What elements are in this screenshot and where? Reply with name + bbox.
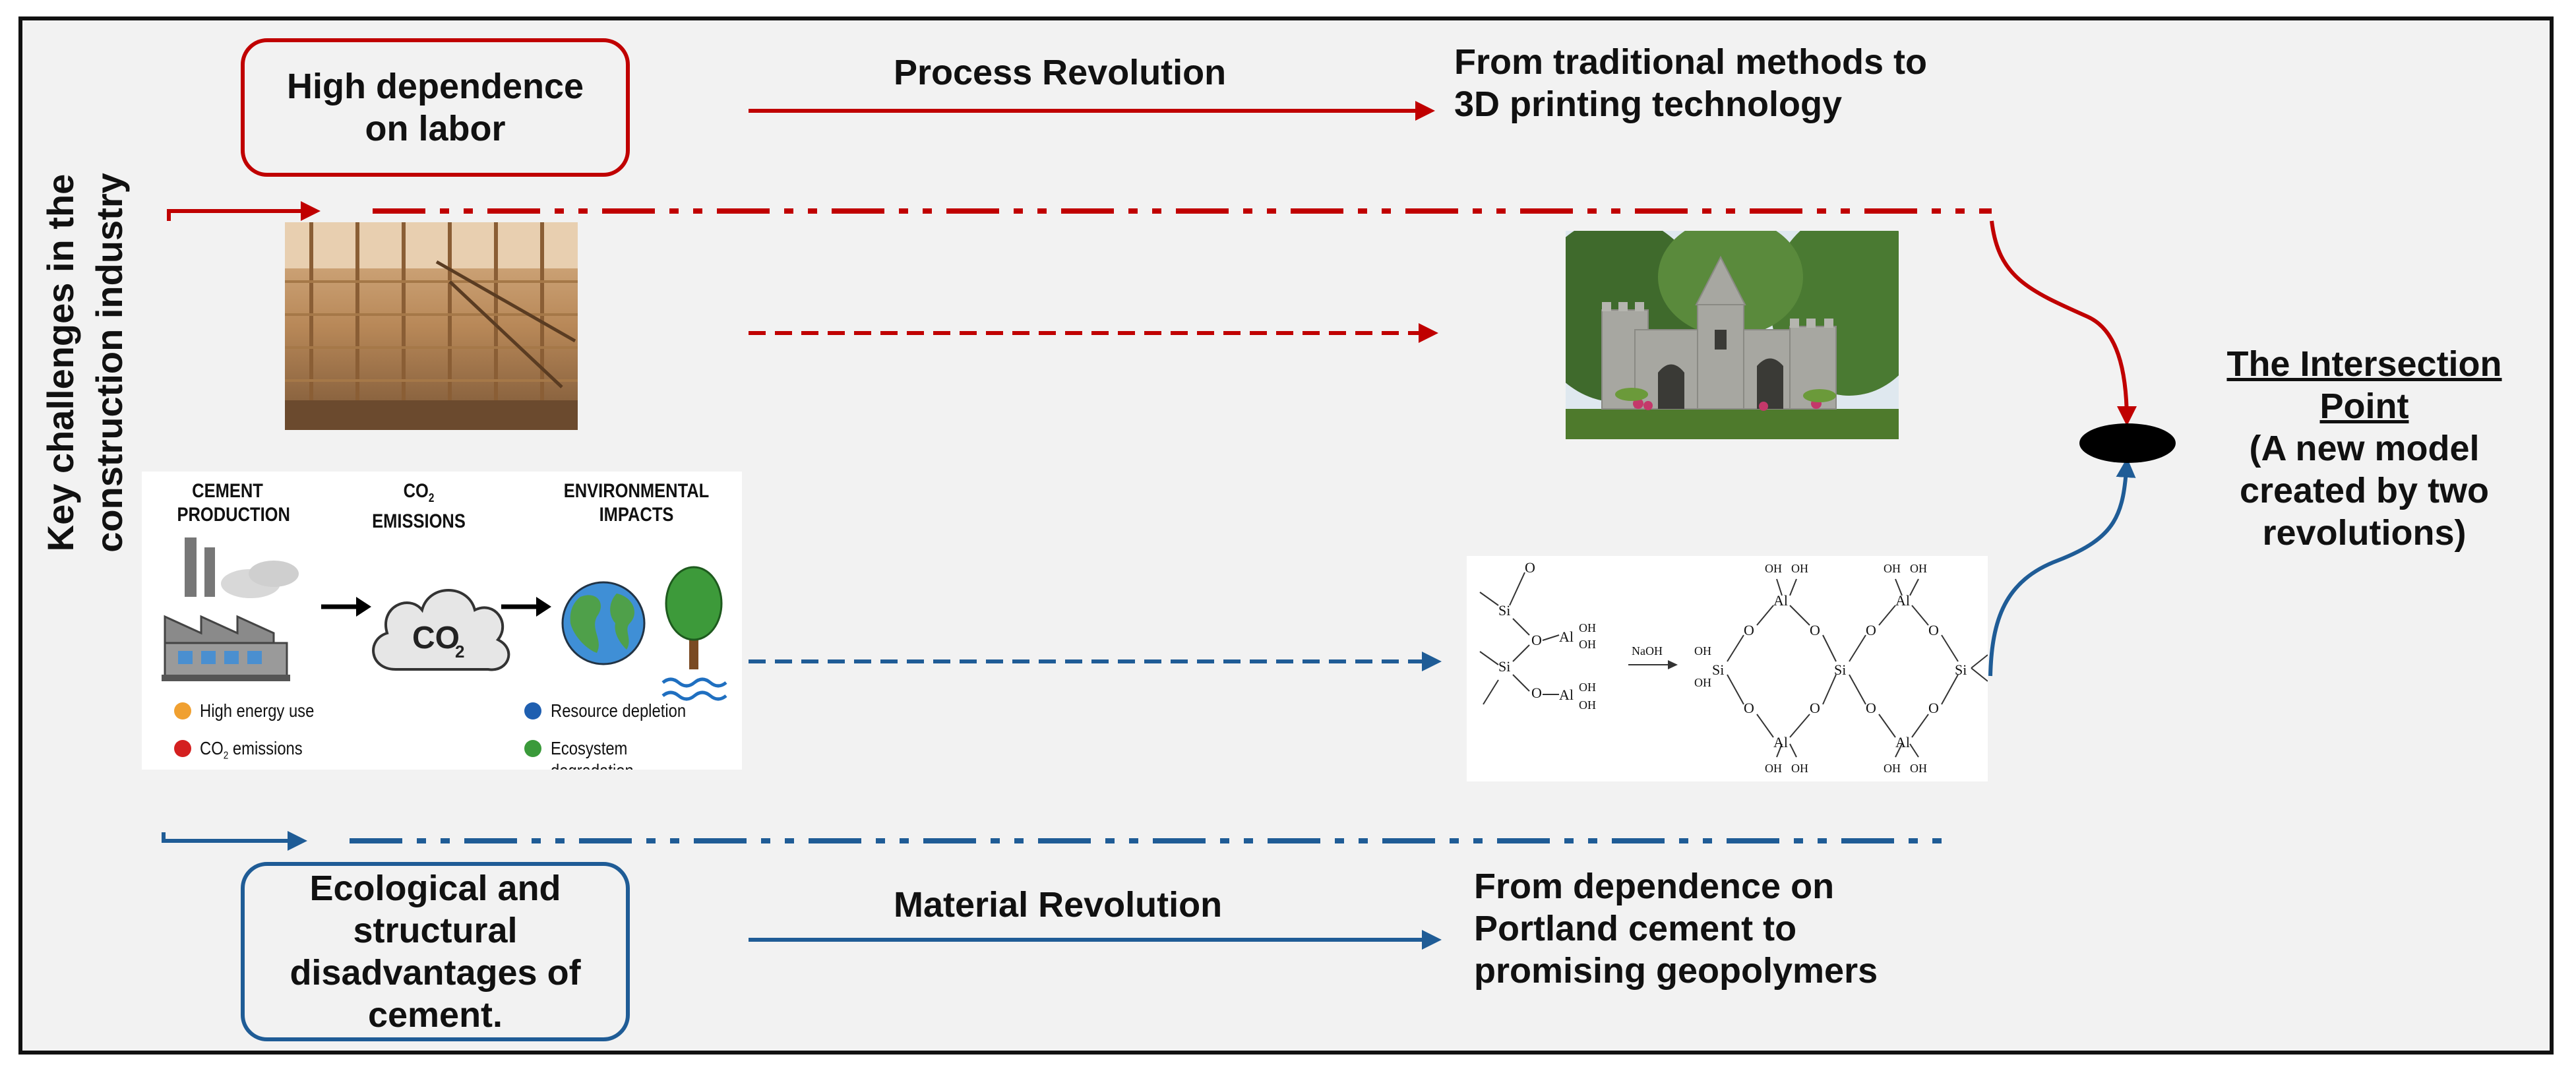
legend-co2: CO2 emissions: [200, 738, 303, 762]
process-target-line2: 3D printing technology: [1454, 84, 1842, 124]
cloud-co2-sub: 2: [455, 642, 464, 661]
chem-oh-13: OH: [1884, 762, 1901, 775]
chem-oh-10: OH: [1910, 562, 1927, 575]
chem-si-5: Si: [1955, 661, 1967, 678]
geopolymer-reaction-diagram: O Si O Al OH OH Si O Al OH OH NaOH OH OH…: [1467, 556, 1988, 781]
chem-oh-9: OH: [1884, 562, 1901, 575]
intersection-point-marker: [2079, 423, 2176, 463]
intersection-desc-line1: (A new model: [2249, 429, 2480, 468]
environmental-impacts-label: ENVIRONMENTAL IMPACTS: [563, 480, 710, 526]
co2-cloud-icon: [372, 589, 510, 671]
chem-al-5: Al: [1895, 592, 1910, 609]
chem-si-1: Si: [1498, 602, 1510, 619]
labor-challenge-text: High dependence on labor: [286, 67, 584, 148]
globe-icon: [561, 581, 646, 665]
legend-dot-ecosystem: [524, 740, 541, 757]
material-target-line1: From dependence on: [1474, 867, 1835, 906]
chem-o-9: O: [1866, 700, 1876, 716]
water-waves-icon: [661, 677, 727, 701]
tree-icon: [665, 566, 723, 669]
blue-curve-to-intersection: [1988, 458, 2136, 677]
chem-oh-8: OH: [1791, 562, 1808, 575]
intersection-desc-line3: revolutions): [2262, 513, 2467, 553]
process-target-line1: From traditional methods to: [1454, 42, 1928, 82]
chem-o-11: O: [1928, 700, 1939, 716]
material-target-text: From dependence on Portland cement to pr…: [1474, 865, 1878, 992]
intersection-desc-line2: created by two: [2239, 471, 2490, 510]
chem-oh-7: OH: [1765, 562, 1782, 575]
graphic-arrow-1-head: [356, 597, 371, 617]
material-revolution-label: Material Revolution: [894, 885, 1223, 925]
labor-challenge-box: High dependence on labor: [241, 38, 630, 177]
chem-o-6: O: [1810, 622, 1820, 638]
chem-si-3: Si: [1712, 661, 1724, 678]
factory-icon: [162, 537, 299, 681]
cement-production-label: CEMENT PRODUCTION: [177, 480, 290, 526]
chem-si-2: Si: [1498, 658, 1510, 675]
timber-formwork-photo: [285, 222, 578, 430]
chem-oh-14: OH: [1910, 762, 1927, 775]
chem-oh-1: OH: [1579, 621, 1596, 634]
intersection-title-line1: The Intersection: [2226, 344, 2502, 384]
cement-impact-graphic: CEMENT PRODUCTION CO2 EMISSIONS ENVIRONM…: [142, 472, 742, 770]
chem-oh-5: OH: [1694, 644, 1711, 658]
cement-challenge-box: Ecological and structural disadvantages …: [241, 862, 630, 1041]
blue-entry-arrow: [162, 831, 307, 851]
chem-o-4: O: [1744, 622, 1754, 638]
red-entry-arrow: [167, 201, 321, 221]
legend-ecosystem: Ecosystem degradation: [551, 738, 634, 770]
legend-dot-resource: [524, 702, 541, 719]
3d-printed-castle-photo: [1566, 231, 1899, 439]
chem-naoh: NaOH: [1632, 644, 1663, 658]
side-label: Key challenges in the construction indus…: [36, 66, 134, 659]
cloud-co2-text: CO: [412, 621, 460, 656]
chem-oh-3: OH: [1579, 681, 1596, 694]
legend-dot-energy: [174, 702, 191, 719]
chem-o-10: O: [1928, 622, 1939, 638]
chem-oh-2: OH: [1579, 638, 1596, 651]
legend-energy: High energy use: [200, 700, 315, 721]
naoh-arrow-head: [1668, 660, 1678, 669]
side-label-line1: Key challenges in the: [40, 173, 81, 552]
process-target-text: From traditional methods to 3D printing …: [1454, 41, 1927, 125]
red-curve-to-intersection: [1990, 220, 2137, 426]
chem-o-5: O: [1744, 700, 1754, 716]
material-target-line3: promising geopolymers: [1474, 951, 1878, 991]
chem-o-8: O: [1866, 622, 1876, 638]
chem-al-6: Al: [1895, 734, 1910, 750]
chem-al-3: Al: [1773, 592, 1788, 609]
chem-si-4: Si: [1834, 661, 1846, 678]
process-revolution-label: Process Revolution: [894, 53, 1227, 92]
side-label-line2: construction industry: [88, 173, 130, 553]
legend-resource: Resource depletion: [551, 700, 687, 721]
chem-oh-6: OH: [1694, 676, 1711, 689]
cement-challenge-text: Ecological and structural disadvantages …: [290, 869, 581, 1035]
chem-al-4: Al: [1773, 734, 1788, 750]
chem-o-3: O: [1531, 685, 1542, 701]
chem-oh-12: OH: [1791, 762, 1808, 775]
chem-o-7: O: [1810, 700, 1820, 716]
chem-oh-11: OH: [1765, 762, 1782, 775]
legend-dot-co2: [174, 740, 191, 757]
chem-o-1: O: [1525, 559, 1535, 576]
chem-al-1: Al: [1559, 628, 1574, 645]
co2-emissions-label: CO2 EMISSIONS: [372, 480, 466, 532]
chem-oh-4: OH: [1579, 698, 1596, 712]
material-target-line2: Portland cement to: [1474, 909, 1797, 948]
chem-o-2: O: [1531, 632, 1542, 648]
intersection-title-line2: Point: [2319, 386, 2409, 426]
graphic-arrow-2-head: [536, 597, 551, 617]
chem-al-2: Al: [1559, 687, 1574, 703]
intersection-title: The Intersection Point (A new model crea…: [2170, 343, 2559, 554]
